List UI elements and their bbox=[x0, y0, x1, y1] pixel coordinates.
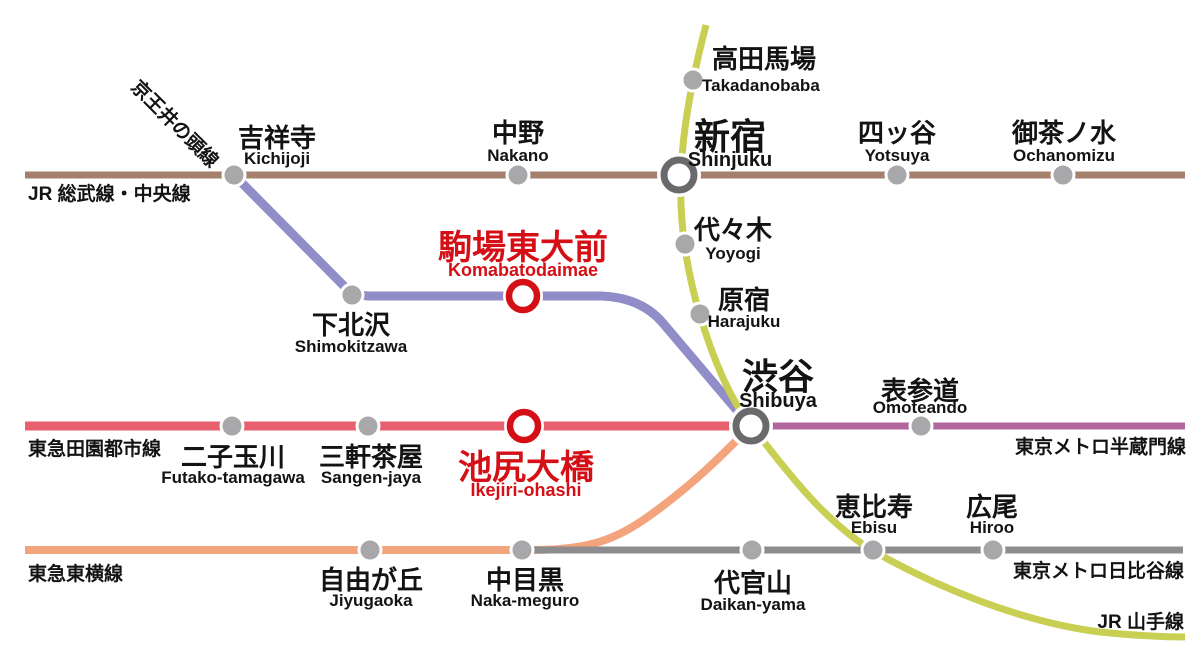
station-name-roman-shibuya: Shibuya bbox=[739, 390, 818, 412]
station-name-roman-futako-tamagawa: Futako-tamagawa bbox=[161, 468, 305, 487]
station-name-roman-shimokitzawa: Shimokitzawa bbox=[295, 337, 408, 356]
line-label-tokyu-toyoko: 東急東横線 bbox=[28, 562, 123, 585]
station-name-roman-naka-meguro: Naka-meguro bbox=[471, 591, 580, 610]
station-name-daikan-yama: 代官山 bbox=[713, 568, 792, 598]
station-name-omoteando: 表参道 bbox=[881, 376, 959, 406]
station-dot-yotsuya bbox=[884, 162, 910, 188]
station-shimokitzawa bbox=[339, 282, 365, 308]
station-futako-tamagawa bbox=[219, 413, 245, 439]
station-name-ochanomizu: 御茶ノ水 bbox=[1011, 118, 1117, 148]
station-sangen-jaya bbox=[355, 413, 381, 439]
station-name-futako-tamagawa: 二子玉川 bbox=[181, 442, 285, 472]
station-nakano bbox=[505, 162, 531, 188]
station-shibuya bbox=[729, 404, 773, 448]
station-name-roman-omoteando: Omoteando bbox=[873, 398, 967, 417]
station-ring-shinjuku bbox=[660, 156, 698, 194]
station-yoyogi bbox=[672, 231, 698, 257]
station-dot-takadanobaba bbox=[680, 67, 706, 93]
station-name-sangen-jaya: 三軒茶屋 bbox=[319, 442, 423, 472]
station-name-naka-meguro: 中目黒 bbox=[486, 565, 564, 595]
station-dot-yoyogi bbox=[672, 231, 698, 257]
station-name-roman-takadanobaba: Takadanobaba bbox=[702, 76, 820, 95]
station-name-kichijoji: 吉祥寺 bbox=[238, 123, 316, 153]
station-name-roman-yoyogi: Yoyogi bbox=[705, 244, 760, 263]
station-dot-harajuku bbox=[687, 301, 713, 327]
station-name-harajuku: 原宿 bbox=[718, 285, 770, 315]
station-name-roman-harajuku: Harajuku bbox=[708, 312, 781, 331]
station-dot-sangen-jaya bbox=[355, 413, 381, 439]
station-name-shinjuku: 新宿 bbox=[694, 116, 766, 157]
station-ring-komabatodaimae bbox=[505, 278, 541, 314]
station-daikan-yama bbox=[739, 537, 765, 563]
station-komabatodaimae bbox=[503, 276, 543, 316]
station-name-hiroo: 広尾 bbox=[966, 492, 1018, 522]
station-ebisu bbox=[860, 537, 886, 563]
station-dot-shimokitzawa bbox=[339, 282, 365, 308]
line-label-metro-hanzomon: 東京メトロ半蔵門線 bbox=[1015, 435, 1186, 458]
station-ring-shibuya bbox=[732, 407, 770, 445]
line-label-jr-sobu-chuo: JR 総武線・中央線 bbox=[28, 182, 191, 205]
station-dot-futako-tamagawa bbox=[219, 413, 245, 439]
station-dot-kichijoji bbox=[221, 162, 247, 188]
station-name-shibuya: 渋谷 bbox=[742, 356, 814, 397]
station-dot-daikan-yama bbox=[739, 537, 765, 563]
station-kichijoji bbox=[221, 162, 247, 188]
station-dot-jiyugaoka bbox=[357, 537, 383, 563]
station-name-takadanobaba: 高田馬場 bbox=[712, 44, 816, 74]
station-dot-ebisu bbox=[860, 537, 886, 563]
station-name-ebisu: 恵比寿 bbox=[835, 492, 913, 522]
station-name-roman-hiroo: Hiroo bbox=[970, 518, 1014, 537]
station-name-roman-ikejiri-ohashi: Ikejiri-ohashi bbox=[470, 480, 581, 500]
station-yotsuya bbox=[884, 162, 910, 188]
station-ring-ikejiri-ohashi bbox=[506, 408, 542, 444]
station-name-roman-yotsuya: Yotsuya bbox=[865, 146, 930, 165]
station-name-roman-daikan-yama: Daikan-yama bbox=[701, 595, 806, 614]
station-dot-omoteando bbox=[908, 413, 934, 439]
station-name-yotsuya: 四ッ谷 bbox=[858, 118, 937, 148]
station-name-nakano: 中野 bbox=[492, 118, 544, 148]
station-name-komabatodaimae: 駒場東大前 bbox=[438, 229, 608, 267]
station-name-roman-komabatodaimae: Komabatodaimae bbox=[448, 260, 598, 280]
station-name-shimokitzawa: 下北沢 bbox=[312, 310, 391, 340]
station-takadanobaba bbox=[680, 67, 706, 93]
station-shinjuku bbox=[657, 153, 701, 197]
line-label-metro-hibiya: 東京メトロ日比谷線 bbox=[1013, 559, 1184, 582]
station-omoteando bbox=[908, 413, 934, 439]
station-hiroo bbox=[980, 537, 1006, 563]
station-dot-nakano bbox=[505, 162, 531, 188]
station-ochanomizu bbox=[1050, 162, 1076, 188]
line-label-jr-yamanote: JR 山手線 bbox=[1097, 610, 1184, 633]
station-name-roman-jiyugaoka: Jiyugaoka bbox=[329, 591, 413, 610]
station-name-roman-sangen-jaya: Sangen-jaya bbox=[321, 468, 422, 487]
station-name-roman-ochanomizu: Ochanomizu bbox=[1013, 146, 1115, 165]
station-name-jiyugaoka: 自由が丘 bbox=[319, 565, 423, 595]
station-dot-naka-meguro bbox=[509, 537, 535, 563]
station-jiyugaoka bbox=[357, 537, 383, 563]
station-name-roman-kichijoji: Kichijoji bbox=[244, 149, 310, 168]
station-harajuku bbox=[687, 301, 713, 327]
station-naka-meguro bbox=[509, 537, 535, 563]
station-name-ikejiri-ohashi: 池尻大橋 bbox=[458, 449, 594, 487]
station-dot-ochanomizu bbox=[1050, 162, 1076, 188]
line-label-tokyu-denentoshi: 東急田園都市線 bbox=[28, 437, 161, 460]
station-name-roman-ebisu: Ebisu bbox=[851, 518, 897, 537]
station-dot-hiroo bbox=[980, 537, 1006, 563]
station-ikejiri-ohashi bbox=[504, 406, 544, 446]
station-name-roman-shinjuku: Shinjuku bbox=[688, 149, 772, 171]
station-name-roman-nakano: Nakano bbox=[487, 146, 548, 165]
station-name-yoyogi: 代々木 bbox=[693, 215, 772, 245]
